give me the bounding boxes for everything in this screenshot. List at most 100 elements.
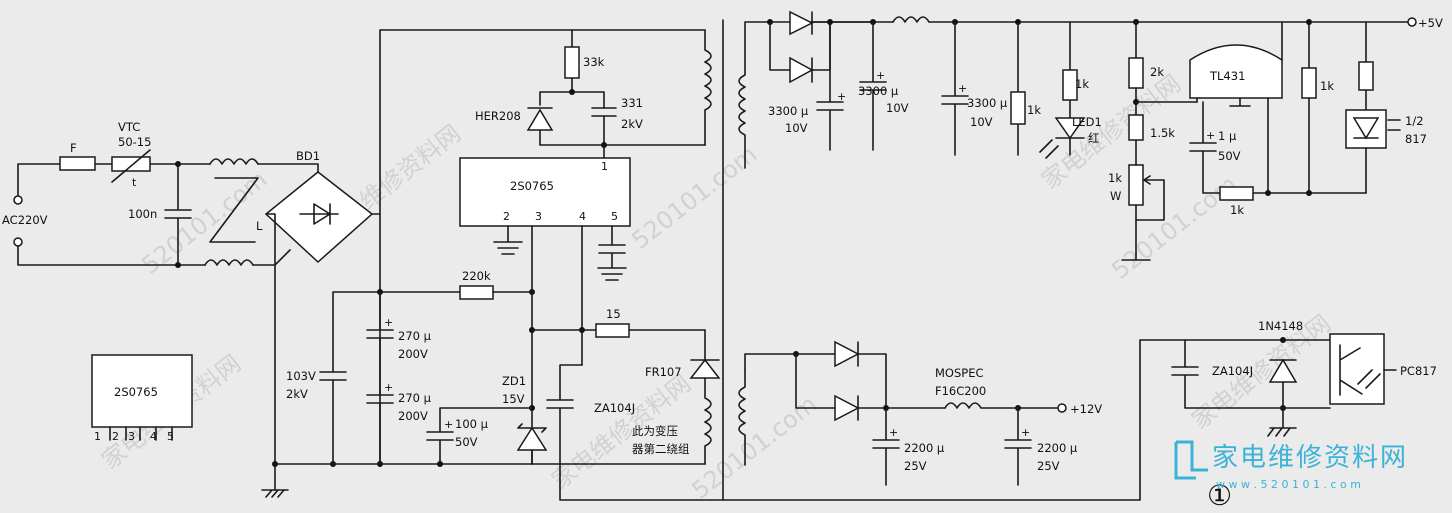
- svg-text:+: +: [876, 69, 885, 82]
- resistor-15: [595, 323, 630, 338]
- cap-3300c-label: 3300 μ: [967, 96, 1008, 110]
- resistor-15-label: 15: [606, 307, 621, 321]
- output-12v-label: +12V: [1070, 402, 1102, 416]
- ac-terminal-top: [13, 195, 23, 205]
- fuse-label: F: [70, 141, 77, 155]
- logo-mark: [1174, 440, 1208, 480]
- cap-3300b-volt: 10V: [886, 101, 909, 115]
- cap-3300b-label: 3300 μ: [858, 84, 899, 98]
- bridge-label: BD1: [296, 149, 320, 163]
- feedback-network: 2k 1.5k 1k W TL431 + 1 μ 50V 1k 1k: [1108, 19, 1427, 261]
- resistor-1k-led: [1062, 69, 1078, 101]
- cap-270b-volt: 200V: [398, 409, 428, 423]
- diode-her208-label: HER208: [475, 109, 521, 123]
- varistor-t: t: [132, 176, 137, 189]
- pc817-label: PC817: [1400, 364, 1437, 378]
- ac-input-label: AC220V: [2, 213, 48, 227]
- svg-text:+: +: [444, 418, 453, 431]
- cap-2200b-volt: 25V: [1037, 459, 1060, 473]
- output-5v: + 3300 μ 10V + 3300 μ 10V + 3300 μ 10V 1…: [767, 10, 1443, 159]
- bridge-rectifier: BD1: [261, 149, 381, 498]
- resistor-1k-label: 1k: [1027, 103, 1041, 117]
- logo-url: w w w . 5 2 0 1 0 1 . c o m: [1216, 478, 1361, 491]
- logo-text: 家电维修资料网: [1212, 443, 1408, 473]
- cap-2200b-label: 2200 μ: [1037, 441, 1078, 455]
- resistor-1k-led-label: 1k: [1075, 77, 1089, 91]
- resistor-33k-label: 33k: [583, 55, 605, 69]
- choke-label: L: [256, 219, 263, 233]
- cap-100u-label: 100 μ: [455, 417, 489, 431]
- f16c200-label: F16C200: [935, 384, 986, 398]
- pin-4: 4: [579, 210, 586, 223]
- diode-her208: [526, 108, 554, 131]
- cap-331-label: 331: [621, 96, 643, 110]
- svg-text:+: +: [384, 381, 393, 394]
- output-5v-label: +5V: [1418, 16, 1443, 30]
- resistor-33k: [564, 46, 580, 79]
- site-logo: 家电维修资料网 w w w . 5 2 0 1 0 1 . c o m: [1174, 440, 1408, 491]
- resistor-1-5k-label: 1.5k: [1150, 126, 1175, 140]
- resistor-1k-right: [1301, 67, 1317, 99]
- varistor-value: 50-15: [118, 135, 151, 149]
- potentiometer-1k: [1128, 164, 1144, 206]
- tl431-label: TL431: [1209, 69, 1245, 83]
- diode-5v-a: [789, 10, 814, 36]
- cap-100u-volt: 50V: [455, 435, 478, 449]
- cap-2200a-volt: 25V: [904, 459, 927, 473]
- package-pin-3: 3: [128, 430, 135, 443]
- pot-w: W: [1110, 189, 1121, 203]
- primary-side: 103V 2kV + + 270 μ 200V 270 μ 200V 220k: [272, 29, 706, 467]
- diode-12v-b: [834, 394, 860, 422]
- cap-103v-volt: 2kV: [286, 387, 308, 401]
- diode-5v-b: [789, 56, 814, 84]
- cap-2200a-label: 2200 μ: [904, 441, 945, 455]
- mospec-label: MOSPEC: [935, 366, 984, 380]
- resistor-opto: [1358, 61, 1374, 91]
- resistor-1-5k: [1128, 114, 1144, 141]
- aux-note-2: 器第二绕组: [632, 442, 690, 456]
- transformer: [722, 19, 871, 501]
- led1-color: 红: [1088, 131, 1100, 145]
- svg-text:+: +: [837, 90, 846, 103]
- resistor-2k-label: 2k: [1150, 65, 1164, 79]
- snubber: 33k HER208 331 2kV: [475, 29, 712, 159]
- cap-1u-volt: 50V: [1218, 149, 1241, 163]
- fuse: [59, 156, 96, 171]
- cap-3300a-volt: 10V: [785, 121, 808, 135]
- pin-5: 5: [611, 210, 618, 223]
- package-pin-5: 5: [167, 430, 174, 443]
- svg-text:+: +: [1206, 129, 1215, 142]
- package-pin-2: 2: [112, 430, 119, 443]
- ac-terminal-bottom: [13, 237, 23, 247]
- package-label: 2S0765: [114, 385, 158, 399]
- pin-1: 1: [601, 160, 608, 173]
- diode-fr107: [689, 358, 721, 379]
- zd1-volt: 15V: [502, 392, 525, 406]
- svg-text:+: +: [384, 316, 393, 329]
- led1: [1054, 117, 1086, 140]
- package-pin-4: 4: [150, 430, 157, 443]
- varistor: [111, 156, 151, 172]
- resistor-1k-bleeder: [1010, 91, 1026, 125]
- pin-2: 2: [503, 210, 510, 223]
- aux-note-1: 此为变压: [632, 424, 678, 438]
- resistor-1k-fb-label: 1k: [1230, 203, 1244, 217]
- resistor-220k-label: 220k: [462, 269, 491, 283]
- cap-270b-label: 270 μ: [398, 391, 432, 405]
- package-pin-1: 1: [94, 430, 101, 443]
- pot-label: 1k: [1108, 171, 1122, 185]
- resistor-1k-right-label: 1k: [1320, 79, 1334, 93]
- ic-2s0765: 2S0765 1 2 3 4 5: [459, 157, 631, 465]
- opto-transistor-side: ZA104J 1N4148 PC817: [1171, 319, 1437, 437]
- svg-text:+: +: [958, 82, 967, 95]
- ac-input-section: F AC220V VTC 50-15 t 100n L: [2, 120, 319, 268]
- za104j-a-label: ZA104J: [594, 401, 635, 415]
- zd1-label: ZD1: [502, 374, 526, 388]
- watermark-url: 520101.com: [626, 140, 762, 255]
- cap-3300a-label: 3300 μ: [768, 104, 809, 118]
- output-12v: + 2200 μ 25V MOSPEC F16C200 + 2200 μ 25V…: [744, 340, 1102, 486]
- tl431: [1189, 44, 1283, 99]
- svg-text:+: +: [1021, 426, 1030, 439]
- cap-1u-label: 1 μ: [1218, 129, 1237, 143]
